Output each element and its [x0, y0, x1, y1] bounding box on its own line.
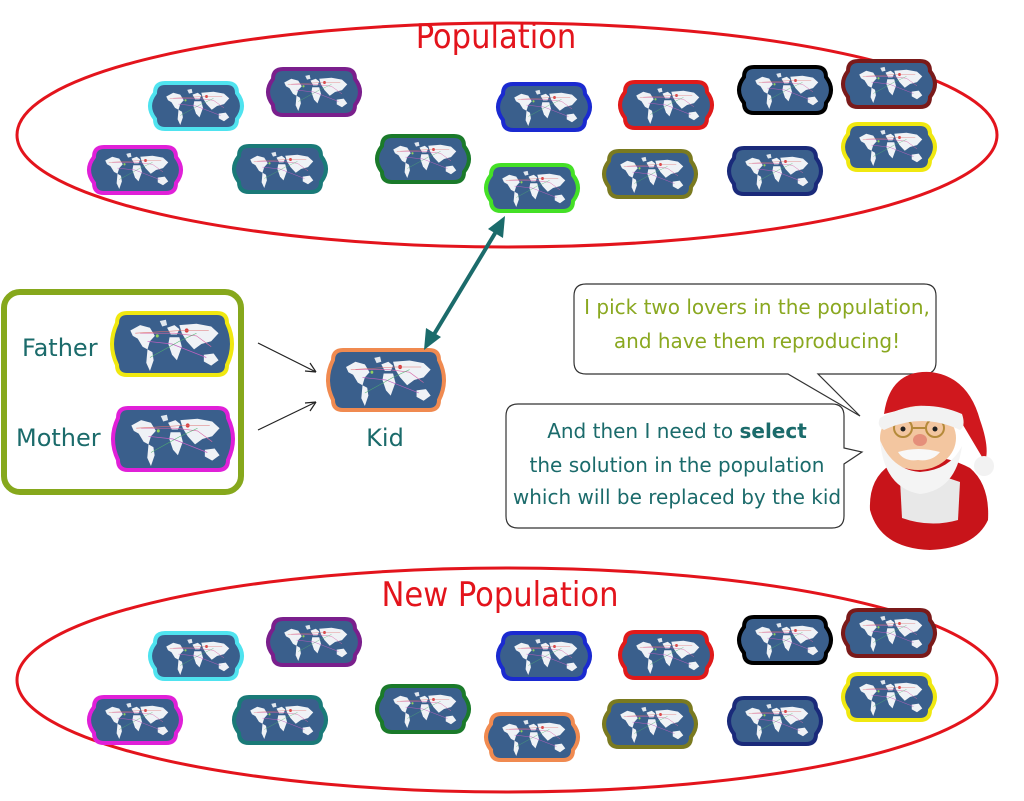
population-title: Population	[416, 17, 577, 57]
population-member-map-icon	[841, 122, 937, 172]
population-member-map-icon	[232, 144, 328, 194]
population-member-map-icon	[484, 163, 580, 213]
new-population-member-map-icon	[87, 695, 183, 745]
new-population-member-map-icon	[602, 699, 698, 749]
new-population-member-map-icon	[737, 615, 833, 665]
population-member-map-icon	[841, 59, 937, 109]
selection-arrow	[424, 216, 505, 350]
new-population-title: New Population	[381, 575, 618, 615]
new-population-member-map-icon	[266, 617, 362, 667]
population-member-map-icon	[727, 146, 823, 196]
new-population-ellipse	[15, 566, 999, 794]
population-member-map-icon	[618, 80, 714, 130]
father-label: Father	[22, 334, 98, 362]
population-member-map-icon	[737, 65, 833, 115]
population-ellipse	[15, 21, 999, 249]
bubble-bottom-line2: the solution in the population	[530, 453, 825, 477]
new-population-member-map-icon	[496, 631, 592, 681]
new-population-member-map-icon	[618, 630, 714, 680]
new-population-members	[87, 608, 937, 762]
new-population-member-map-icon	[484, 712, 580, 762]
santa-icon	[869, 371, 994, 550]
father-map-icon	[110, 311, 234, 377]
bubble-bottom-line1: And then I need to select	[547, 419, 807, 443]
new-population-member-map-icon	[841, 608, 937, 658]
mother-map-icon	[111, 406, 235, 472]
kid-label: Kid	[366, 424, 404, 452]
population-member-map-icon	[496, 82, 592, 132]
kid-map-icon	[326, 348, 446, 412]
population-member-map-icon	[375, 134, 471, 184]
kid-map-shape	[326, 348, 446, 412]
bubble-top-line2: and have them reproducing!	[614, 329, 900, 353]
speech-bubble-bottom: And then I need to select the solution i…	[505, 403, 864, 529]
new-population-member-map-icon	[841, 672, 937, 722]
new-population-member-map-icon	[148, 631, 244, 681]
father-map-shape	[110, 311, 234, 377]
new-population-member-map-icon	[375, 684, 471, 734]
bubble-top-line1: I pick two lovers in the population,	[584, 295, 930, 319]
parent-arrows	[257, 342, 317, 431]
mother-label: Mother	[16, 424, 101, 452]
population-member-map-icon	[148, 81, 244, 131]
population-member-map-icon	[266, 67, 362, 117]
bubble-bottom-line3: which will be replaced by the kid	[513, 485, 841, 509]
population-member-map-icon	[602, 149, 698, 199]
new-population-member-map-icon	[232, 695, 328, 745]
population-member-map-icon	[87, 145, 183, 195]
new-population-member-map-icon	[727, 696, 823, 746]
speech-bubble-top: I pick two lovers in the population, and…	[573, 283, 937, 417]
mother-map-shape	[111, 406, 235, 472]
population-members	[87, 59, 937, 213]
